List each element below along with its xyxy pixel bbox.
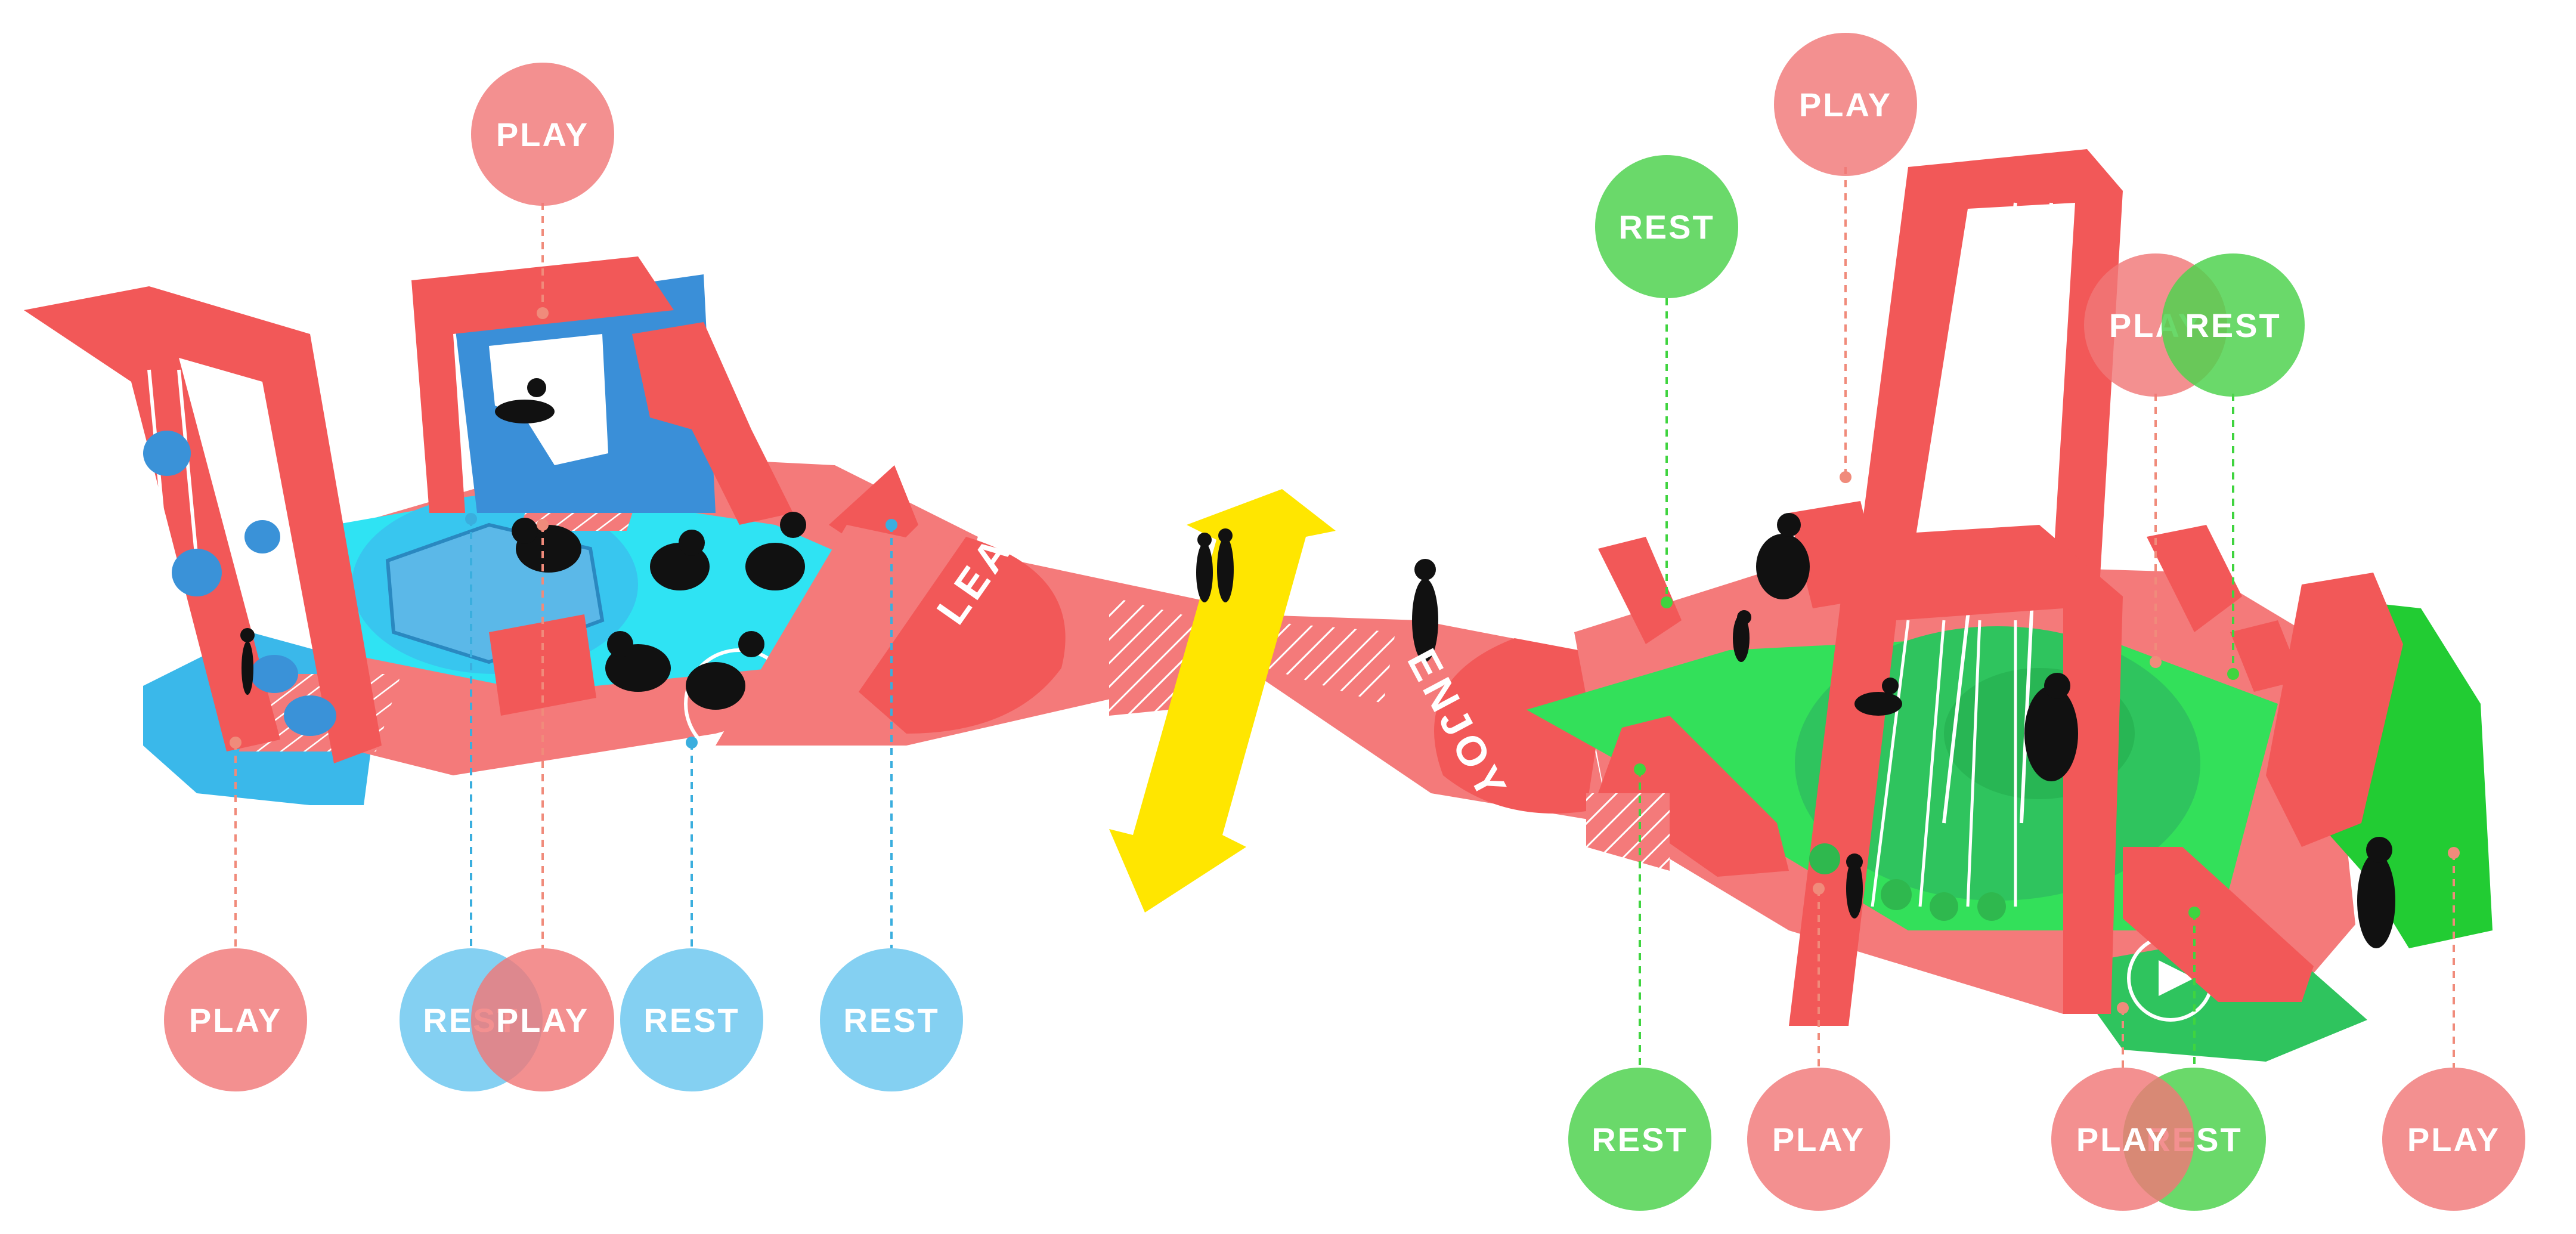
hatched-under-stairs (1586, 793, 1670, 871)
red-seat-back (1789, 501, 1884, 608)
tag-play-top-left: PLAY (471, 63, 614, 206)
learn-pad (859, 537, 1066, 734)
red-stairs-front (2123, 847, 2314, 1002)
swing-ropes (1871, 620, 2017, 907)
yellow-double-arrow (1109, 489, 1336, 913)
enjoy-pad (1434, 638, 1610, 814)
front-red-frame (1789, 525, 2123, 1026)
play-triangle-marking (2159, 960, 2194, 996)
people-silhouettes (240, 378, 2395, 948)
red-tunnel-right (2266, 573, 2403, 847)
hanging-balls (143, 369, 336, 736)
red-bench-front (489, 614, 596, 716)
tag-play-bottom-right-1: PLAY (1747, 1068, 1890, 1211)
red-stairs-left-island (632, 322, 793, 525)
tag-play-bottom-left-2: PLAY (471, 948, 614, 1091)
tag-rest-bottom-left-3: REST (820, 948, 963, 1091)
tall-red-frame (1854, 149, 2123, 596)
red-ramp-back-right (2147, 525, 2242, 632)
tag-play-bottom-right-2: PLAY (2051, 1068, 2194, 1211)
tag-play-top-right: PLAY (1774, 33, 1917, 176)
leader-lines (234, 167, 2455, 1068)
tag-rest-bottom-right-1: REST (1568, 1068, 1711, 1211)
hatched-crossing-right (1246, 620, 1395, 704)
red-back-frame (411, 256, 674, 513)
tag-rest-bottom-left-2: REST (620, 948, 763, 1091)
red-stairs-right-island (1598, 716, 1789, 877)
tag-rest-mid-right: REST (2162, 253, 2305, 397)
red-ramp-right-mid (2230, 620, 2302, 692)
connecting-path (716, 489, 1610, 913)
tag-play-bottom-left-1: PLAY (164, 948, 307, 1091)
red-frame-left (24, 286, 382, 763)
tag-rest-top-right: REST (1595, 155, 1738, 298)
leader-dots (230, 307, 2460, 1014)
tag-play-bottom-right-3: PLAY (2382, 1068, 2525, 1211)
swing-balls (1809, 843, 2006, 921)
red-slide-left (1598, 537, 1682, 644)
white-window (489, 334, 608, 465)
